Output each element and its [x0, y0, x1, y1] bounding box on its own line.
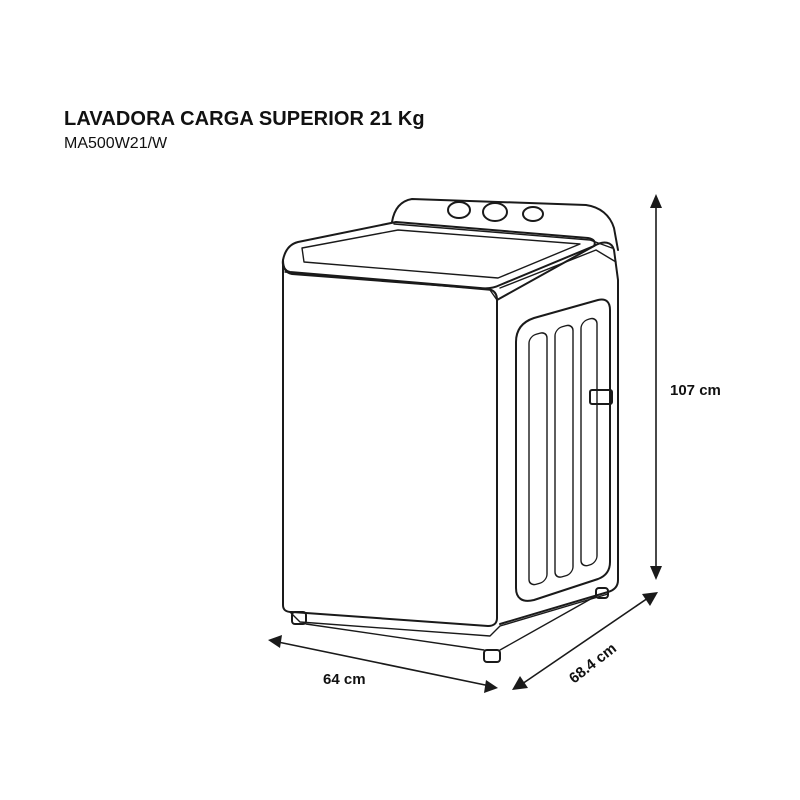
model-number: MA500W21/W	[64, 135, 168, 152]
vent-slot-2	[554, 324, 574, 578]
vent-frame	[515, 298, 611, 602]
width-arrow-line	[277, 641, 491, 687]
side-handle	[589, 389, 613, 405]
depth-dimension: 68.4 cm	[512, 592, 658, 690]
knob-center-icon	[482, 202, 508, 222]
front-panel	[282, 259, 498, 627]
depth-arrow-left-icon	[512, 676, 528, 690]
width-label: 64 cm	[323, 671, 366, 688]
width-dimension: 64 cm	[268, 635, 498, 693]
width-arrow-left-icon	[268, 635, 282, 648]
side-top-edge	[499, 249, 617, 289]
front-right-foot	[483, 649, 501, 663]
vent-slot-1	[528, 332, 548, 586]
depth-arrow-line	[521, 597, 649, 685]
height-arrow-bottom-icon	[650, 566, 662, 580]
top-lid	[281, 221, 596, 290]
control-panel-front-edge	[393, 223, 613, 249]
base-plinth	[289, 611, 501, 637]
base-bottom-line	[305, 595, 597, 651]
front-top-band	[284, 271, 498, 301]
width-arrow-right-icon	[484, 680, 498, 693]
depth-label: 68.4 cm	[566, 640, 620, 687]
side-panel	[496, 241, 619, 625]
height-dimension: 107 cm	[650, 194, 721, 580]
lid-inner-edge	[301, 229, 581, 279]
front-left-foot	[291, 611, 307, 625]
knob-right-icon	[522, 206, 544, 222]
knob-left-icon	[447, 201, 471, 219]
side-vents	[515, 298, 611, 602]
height-label: 107 cm	[670, 382, 721, 399]
control-panel	[391, 198, 619, 251]
height-arrow-top-icon	[650, 194, 662, 208]
product-title: LAVADORA CARGA SUPERIOR 21 Kg	[64, 108, 425, 130]
depth-arrow-right-icon	[642, 592, 658, 606]
vent-slot-3	[580, 317, 598, 567]
rear-right-foot	[595, 587, 609, 599]
washer-illustration	[281, 198, 619, 663]
